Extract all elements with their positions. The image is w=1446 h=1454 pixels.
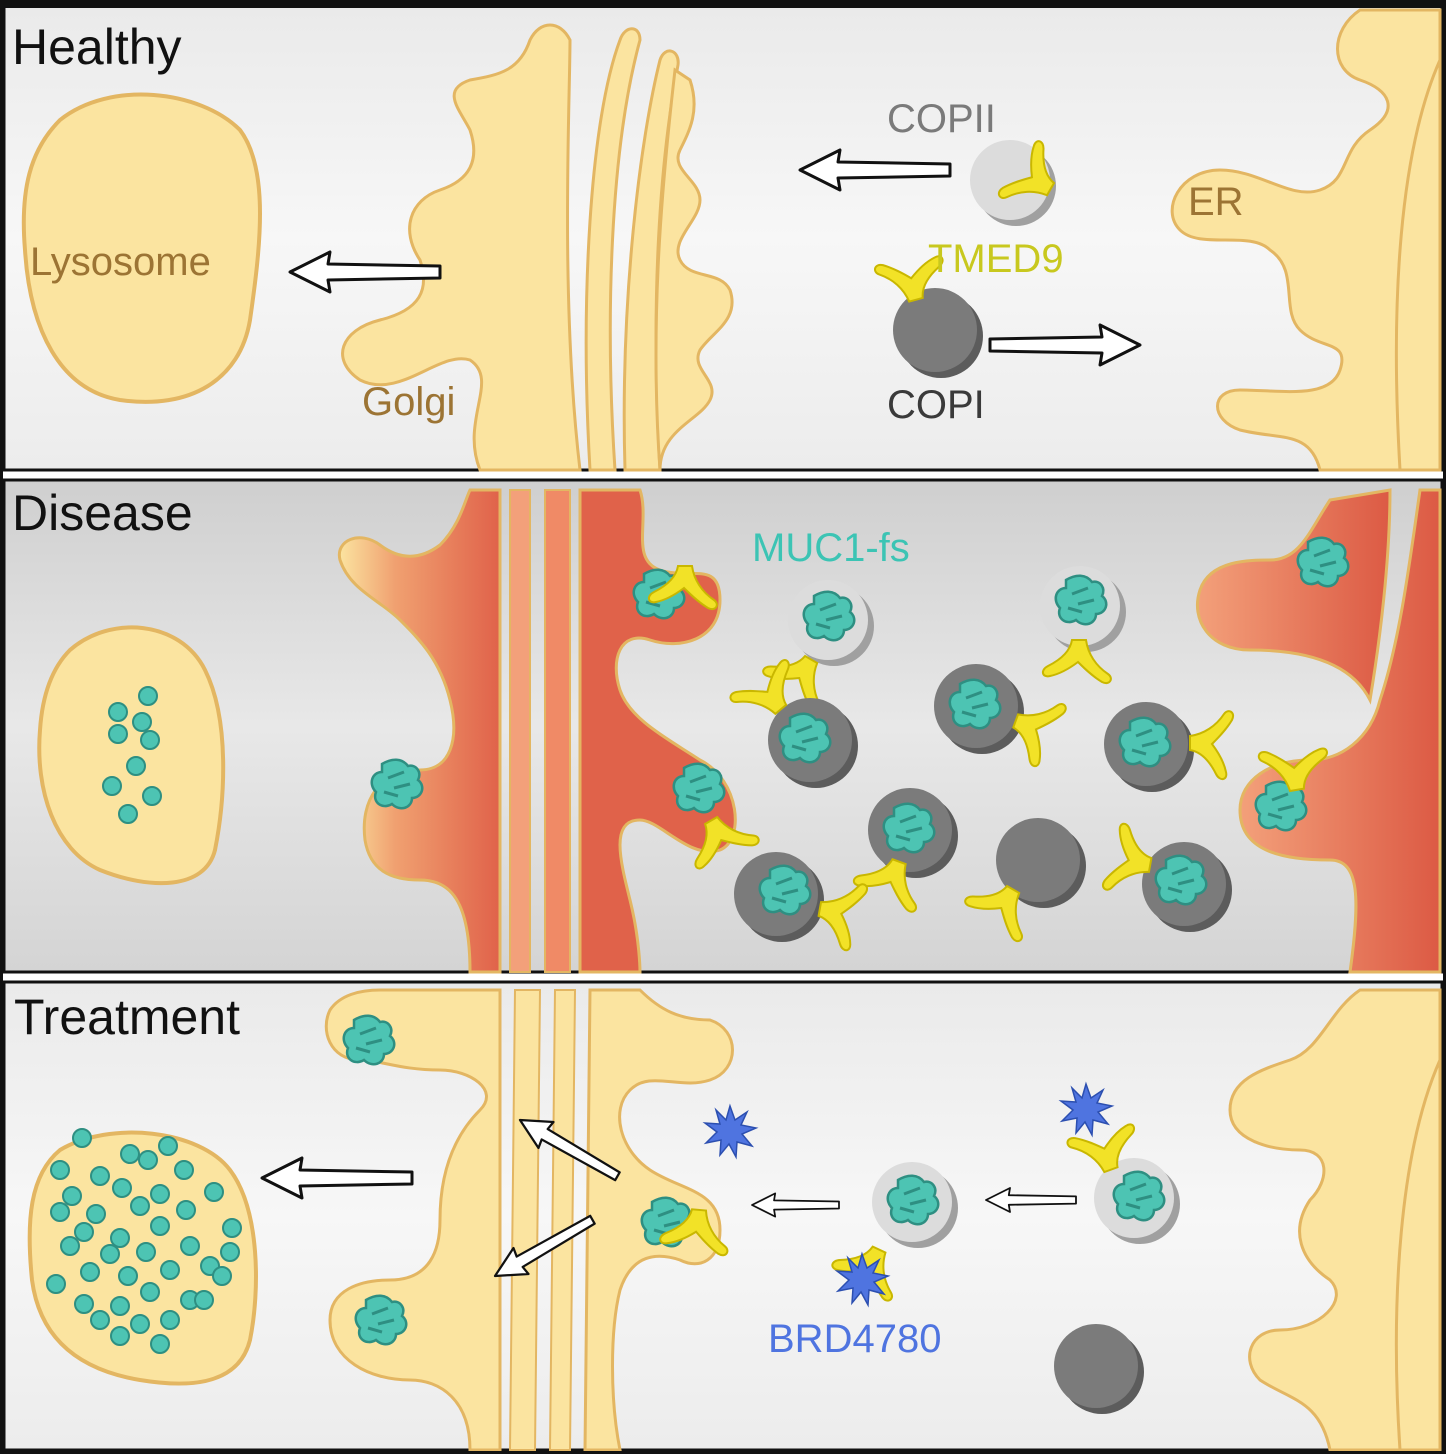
panel-title-treatment: Treatment	[14, 989, 240, 1045]
lysosome-icon	[37, 625, 226, 886]
tmed9-label: TMED9	[928, 237, 1064, 281]
copii-label: COPII	[887, 97, 996, 141]
panel-healthy: Healthy Lysosome Golgi ER COPII COPI TME…	[0, 0, 1446, 472]
panel-treatment: Treatment BRD4780	[2, 980, 1444, 1452]
golgi-stack-icon	[337, 488, 737, 974]
panel-title-healthy: Healthy	[12, 19, 182, 75]
muc1-fs-label: MUC1-fs	[752, 526, 910, 570]
er-icon	[1170, 8, 1442, 472]
panel-disease: Disease MUC1-fs	[2, 478, 1444, 974]
er-label: ER	[1188, 180, 1244, 224]
er-icon	[1195, 488, 1442, 974]
golgi-label: Golgi	[362, 380, 455, 424]
panel-title-disease: Disease	[12, 485, 193, 541]
copi-label: COPI	[887, 383, 985, 427]
lysosome-label: Lysosome	[30, 240, 211, 284]
golgi-stack-icon	[341, 23, 734, 472]
er-icon	[1228, 988, 1442, 1452]
brd4780-label: BRD4780	[768, 1317, 941, 1361]
lysosome-icon	[21, 92, 262, 404]
